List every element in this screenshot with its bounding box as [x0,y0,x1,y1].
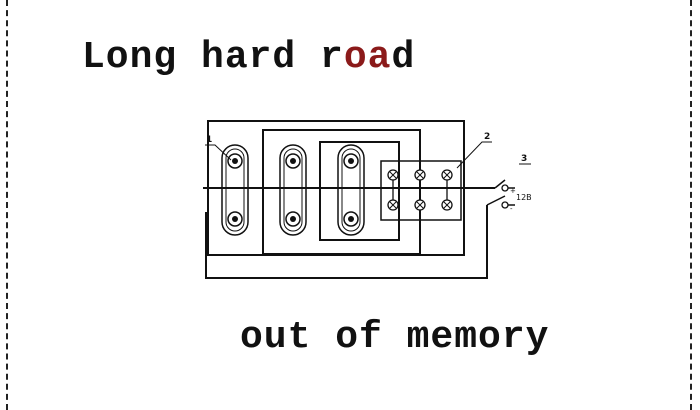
supply-terminal [501,201,509,209]
terminal-box [380,160,462,221]
coil-slot-3 [337,144,365,236]
callout-label: 1 [206,135,212,145]
supply-plus: + [510,187,516,195]
coil-slots [221,144,365,236]
title-highlight: oa [343,36,392,79]
voltage-label: 12В [516,193,532,202]
left-dashed-border [6,0,8,410]
coil-slot-2 [279,144,307,236]
callout-label: 2 [484,132,490,142]
page-title: Long hard road [82,36,415,79]
supply-minus: - [510,205,513,213]
callout-leaders [205,141,531,169]
title-part-1: Long hard r [82,36,344,79]
wire-loop-inner [319,141,400,241]
terminal-screws [387,169,453,211]
title-part-2: d [391,36,416,79]
wire-return [205,205,488,279]
coil-pins [227,153,359,227]
callout-label: 3 [521,154,527,164]
right-dashed-border [690,0,692,410]
supply-terminal [501,184,509,192]
supply-terminals [501,184,509,209]
coil-slot-1 [221,144,249,236]
page-subtitle: out of memory [240,316,550,359]
